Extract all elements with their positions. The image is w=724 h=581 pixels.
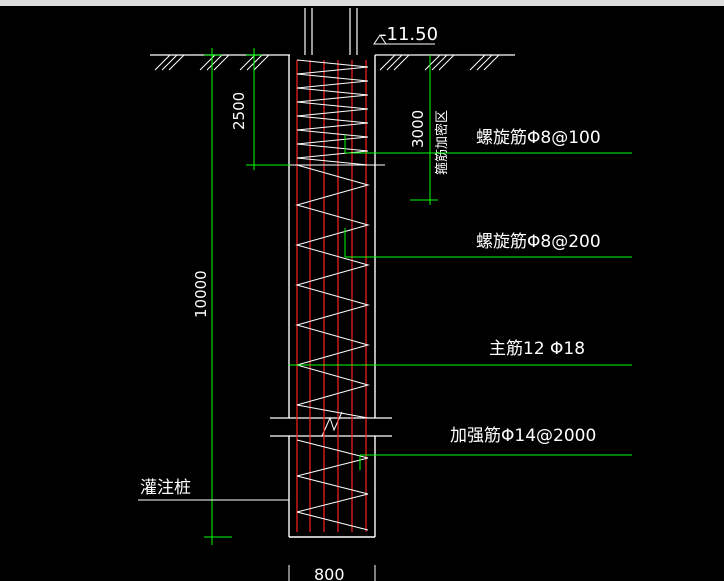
dim-3000: 3000 箍筋加密区 [409, 55, 450, 205]
spiral-lower-zone [296, 439, 369, 531]
spiral-dense-label: 螺旋筋Φ8@100 [476, 128, 601, 148]
leader-pile: 灌注桩 [138, 478, 289, 501]
dim-3000-label: 3000 [409, 110, 427, 148]
dim-2500: 2500 [230, 48, 290, 170]
dim-10000: 10000 [192, 48, 232, 545]
leader-stiffener: 加强筋Φ14@2000 [359, 426, 632, 470]
main-bars [296, 60, 367, 532]
dim-800: 800 [288, 565, 376, 581]
leader-main-bars: 主筋12 Φ18 [289, 339, 632, 366]
leader-spiral-dense: 螺旋筋Φ8@100 [344, 128, 632, 154]
zone-label: 箍筋加密区 [434, 110, 450, 175]
spiral-dense-zone [296, 59, 369, 166]
dim-800-label: 800 [314, 565, 345, 581]
pile-outline [288, 55, 376, 538]
ground-line-right [375, 54, 515, 71]
elevation-label: -11.50 [380, 24, 438, 45]
leader-spiral-normal: 螺旋筋Φ8@200 [344, 228, 632, 258]
dim-10000-label: 10000 [192, 270, 210, 318]
dim-2500-label: 2500 [230, 92, 248, 130]
pile-label: 灌注桩 [140, 478, 191, 498]
stiffener-label: 加强筋Φ14@2000 [450, 426, 596, 446]
spiral-normal-label: 螺旋筋Φ8@200 [476, 232, 601, 252]
main-bars-label: 主筋12 Φ18 [489, 339, 585, 359]
elevation-marker: -11.50 [373, 24, 438, 45]
window-top-strip [0, 0, 724, 6]
ground-line-left [150, 54, 290, 71]
spiral-normal-zone [295, 164, 370, 419]
